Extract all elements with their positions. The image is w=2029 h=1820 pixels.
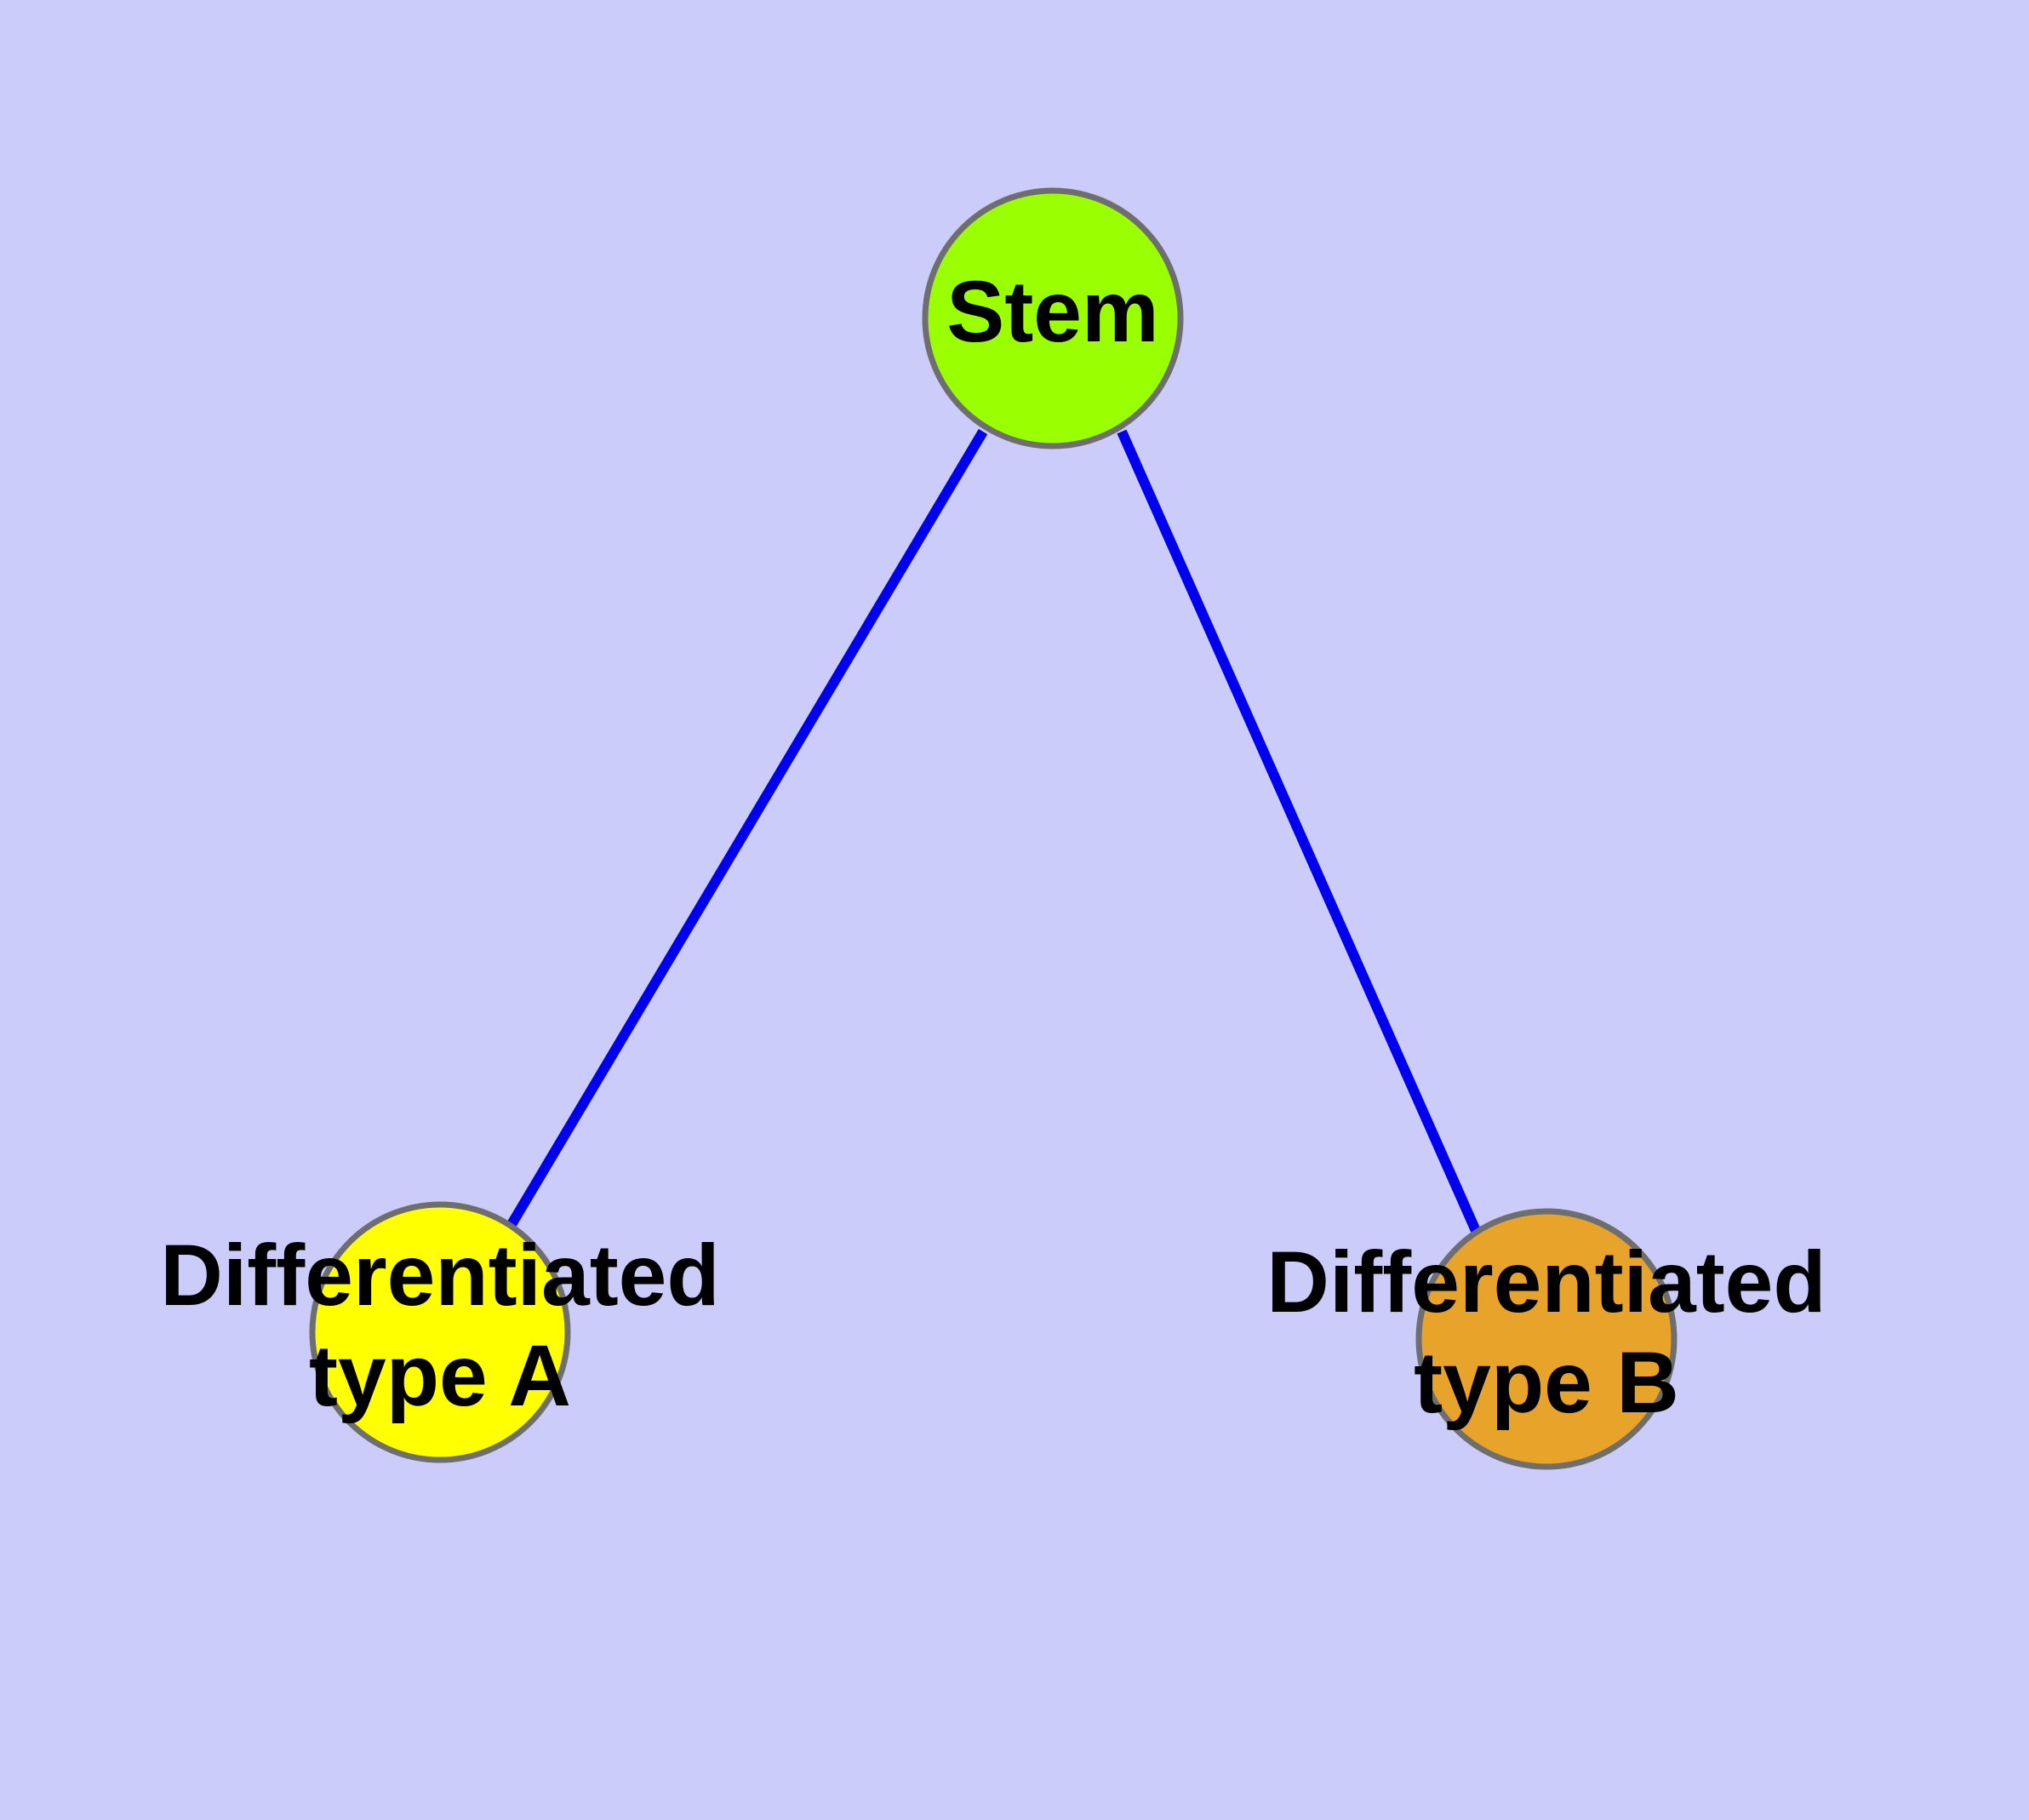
node-label-stem: Stem [946, 263, 1158, 360]
node-label-line: type B [1414, 1334, 1679, 1431]
nodes-layer [309, 187, 1677, 1470]
edge-stem-to-diff-a[interactable] [506, 428, 988, 1229]
node-label-line: Differentiated [1266, 1233, 1826, 1331]
node-label-line: Stem [946, 263, 1158, 360]
node-diff-a[interactable] [309, 1201, 571, 1463]
edge-stem-to-diff-b[interactable] [1117, 429, 1482, 1235]
node-label-line: Differentiated [160, 1227, 719, 1324]
edges-layer [506, 428, 1482, 1235]
node-stem[interactable] [922, 187, 1184, 449]
node-diff-b[interactable] [1415, 1208, 1677, 1470]
node-label-line: type A [309, 1327, 571, 1424]
